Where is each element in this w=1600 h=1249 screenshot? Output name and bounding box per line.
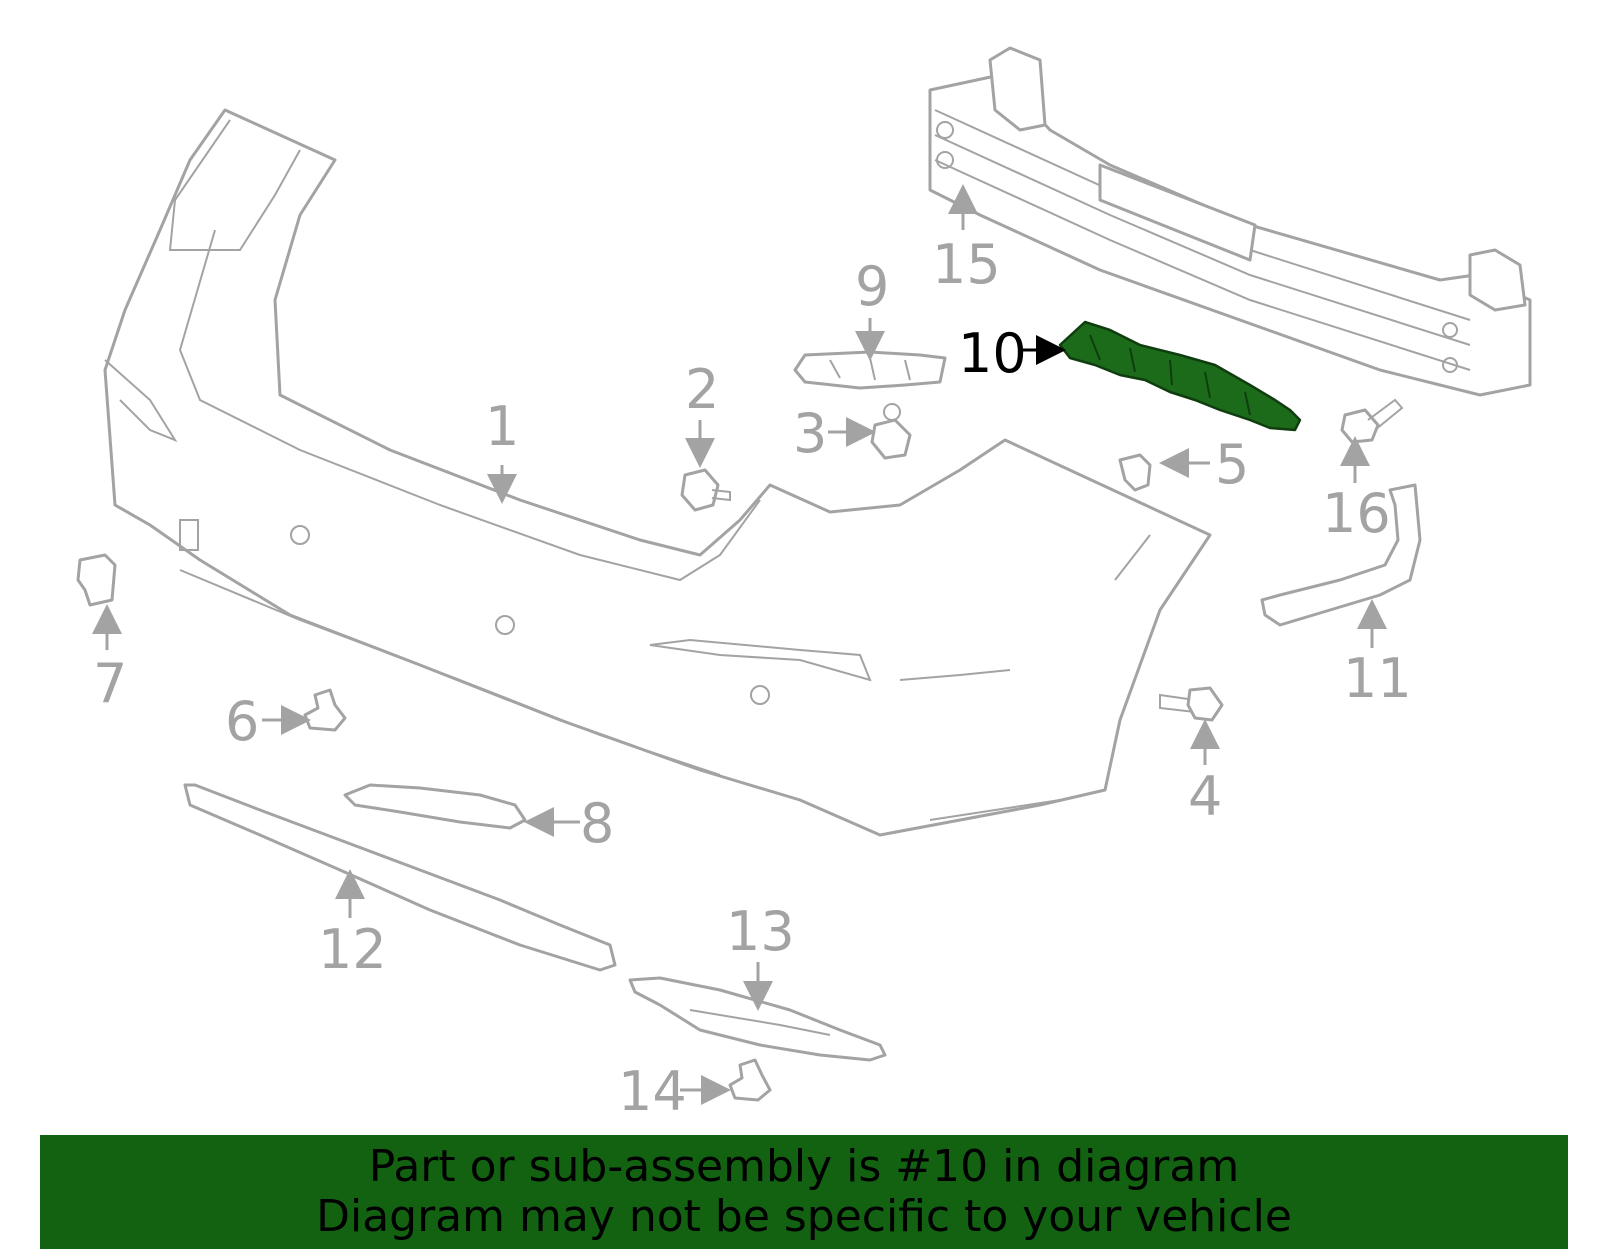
part-9-bracket: [793, 350, 947, 390]
label-2: 2: [685, 358, 719, 421]
part-1-bumper-cover: [103, 108, 1212, 837]
label-6: 6: [225, 690, 259, 753]
part-3-nut: [870, 403, 912, 460]
part-8-reflector: [343, 783, 527, 830]
part-14-clip: [728, 1058, 772, 1102]
label-9: 9: [855, 255, 889, 318]
label-4: 4: [1188, 765, 1222, 828]
label-14: 14: [618, 1060, 687, 1123]
label-13: 13: [726, 900, 795, 963]
label-3: 3: [793, 402, 827, 465]
label-15: 15: [932, 233, 1001, 296]
part-15-reinforcement-beam: [928, 46, 1532, 397]
leader-arrows: [92, 184, 1387, 1105]
label-7: 7: [93, 652, 127, 715]
label-5: 5: [1215, 433, 1249, 496]
label-10-highlighted: 10: [958, 322, 1027, 385]
banner-line-1: Part or sub-assembly is #10 in diagram: [368, 1141, 1240, 1192]
label-8: 8: [580, 792, 614, 855]
label-16: 16: [1322, 482, 1391, 545]
part-12-molding: [183, 783, 617, 972]
label-11: 11: [1343, 647, 1412, 710]
part-16-bolt: [1340, 398, 1404, 444]
part-13-lower-cover: [628, 976, 887, 1062]
part-7-clip: [76, 553, 117, 607]
part-10-bracket-highlighted: [1058, 320, 1302, 432]
label-12: 12: [318, 918, 387, 981]
part-5-clip: [1118, 453, 1152, 492]
part-2-nut: [680, 468, 731, 512]
label-1: 1: [485, 395, 519, 458]
info-banner: Part or sub-assembly is #10 in diagram D…: [40, 1135, 1568, 1249]
part-labels: 1 2 3 4 5 6 7 8 9 10 11 12 13 14 15 16: [93, 233, 1412, 1123]
banner-line-2: Diagram may not be specific to your vehi…: [316, 1191, 1292, 1242]
part-6-clip: [303, 688, 347, 732]
part-4-bolt: [1159, 686, 1224, 722]
part-11-bracket: [1260, 483, 1422, 627]
